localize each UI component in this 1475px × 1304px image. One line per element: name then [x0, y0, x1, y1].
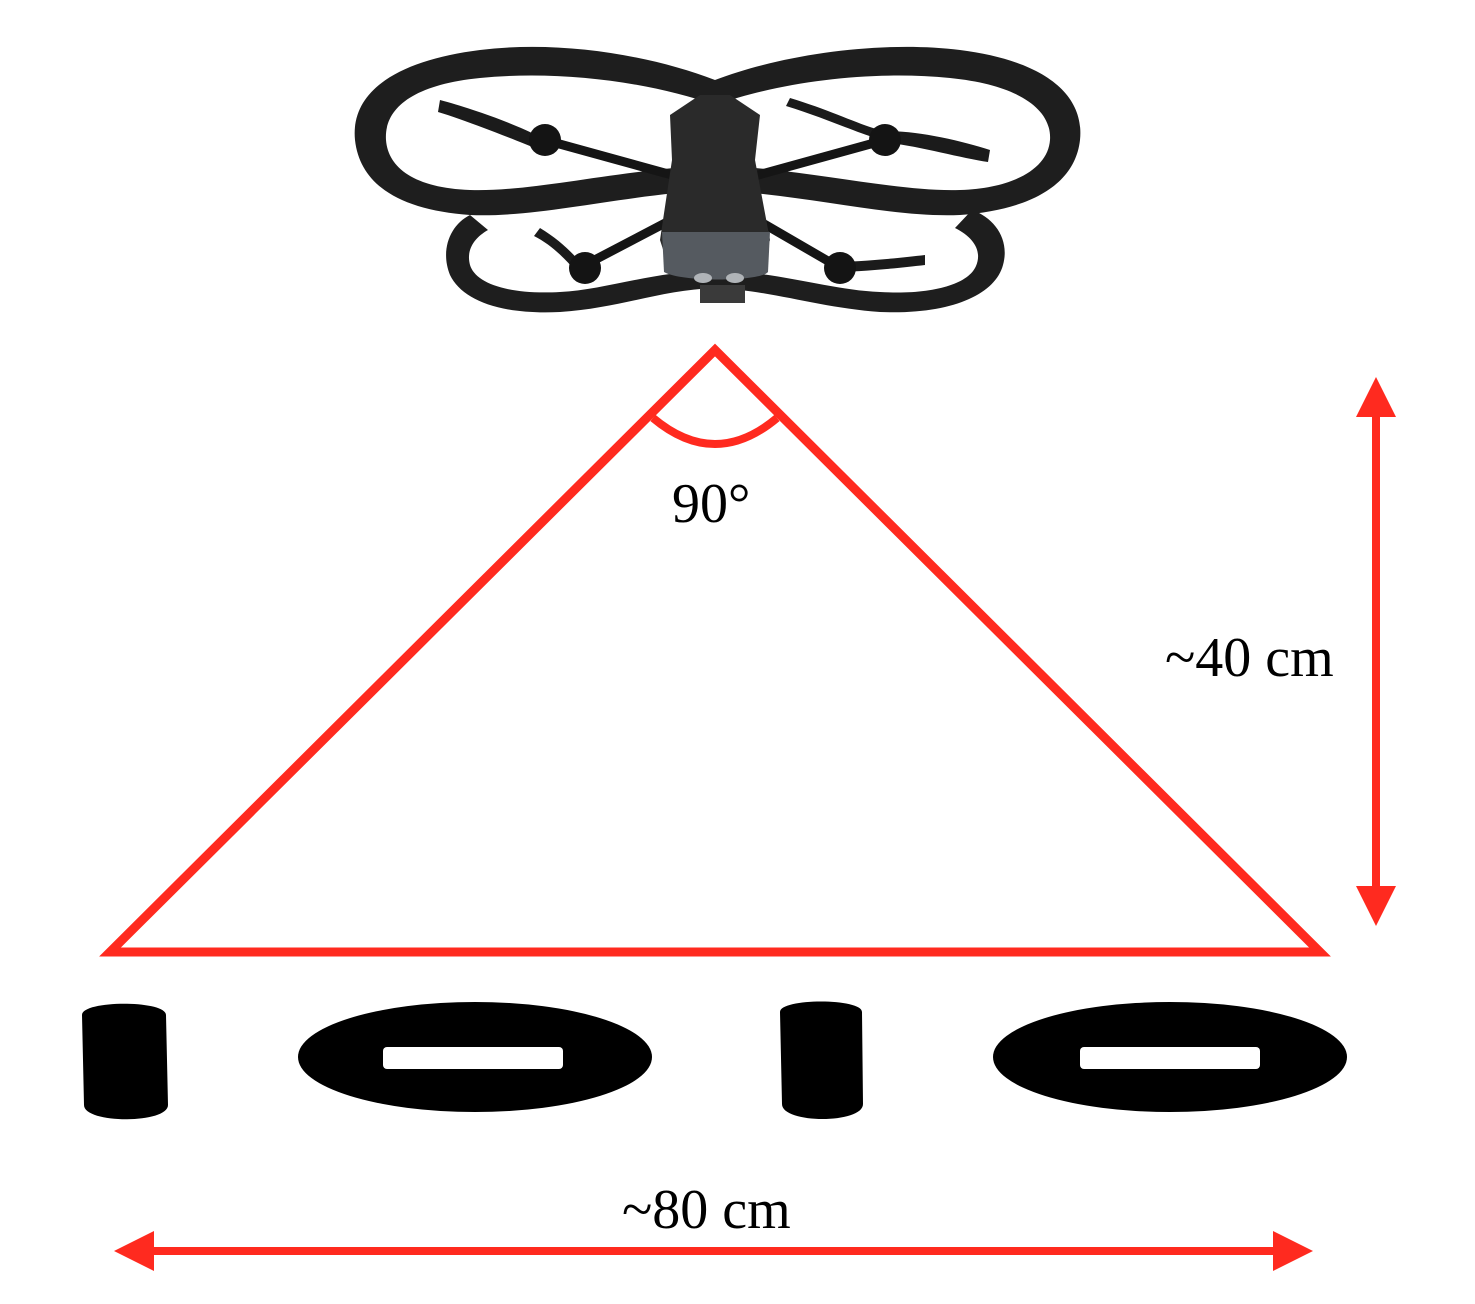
drone-camera-housing [662, 232, 770, 280]
marker-o-1 [298, 1002, 652, 1112]
marker-o-2 [993, 1002, 1347, 1112]
marker-i-1 [82, 1004, 168, 1120]
drone-bottom-sensor [700, 285, 745, 303]
drone-sensor-right [726, 273, 744, 283]
height-label: ~40 cm [1165, 630, 1334, 686]
angle-label: 90° [672, 476, 750, 532]
io-marker-pattern-icon [82, 1002, 1347, 1120]
drone-sensor-left [694, 273, 712, 283]
angle-arc [653, 418, 777, 444]
quadcopter-drone-icon [355, 47, 1081, 313]
width-label: ~80 cm [622, 1182, 791, 1238]
marker-i-2 [780, 1002, 863, 1120]
